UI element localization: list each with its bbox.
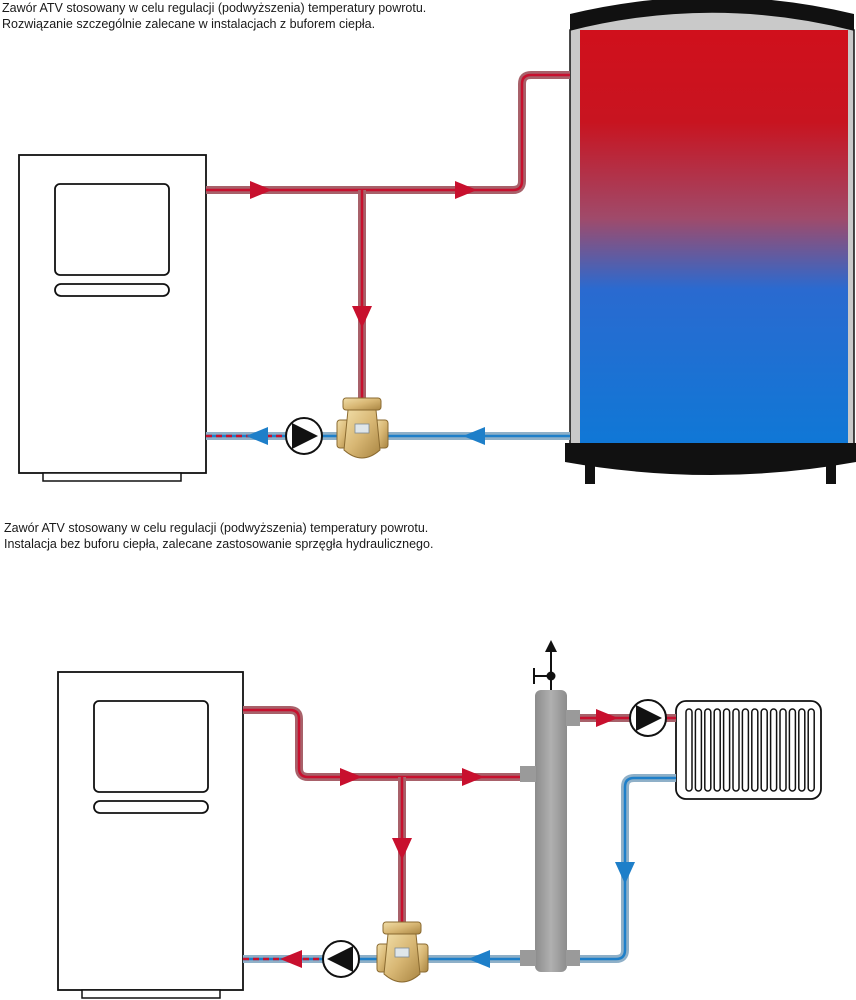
hot-supply-pipe (243, 706, 676, 925)
flow-arrow-icon (352, 306, 372, 328)
radiator-icon (675, 700, 822, 800)
cold-return-pipe (243, 774, 676, 963)
buffer-tank-icon (565, 0, 856, 484)
pump-icon (285, 417, 323, 455)
boiler-icon (57, 671, 244, 999)
caption-bottom-line1: Zawór ATV stosowany w celu regulacji (po… (4, 521, 429, 535)
three-way-valve-icon (376, 921, 429, 983)
caption-top-line2: Rozwiązanie szczególnie zalecane w insta… (2, 17, 376, 31)
hydraulic-separator-icon (520, 690, 580, 972)
caption-top: Zawór ATV stosowany w celu regulacji (po… (2, 0, 426, 32)
three-way-valve-icon (336, 397, 389, 459)
pump-icon (322, 940, 360, 978)
scheme-with-buffer (18, 0, 856, 484)
flow-arrow-icon (455, 181, 477, 199)
flow-arrow-icon (462, 768, 484, 786)
flow-arrow-icon (468, 950, 490, 968)
caption-bottom-line2: Instalacja bez buforu ciepła, zalecane z… (4, 537, 434, 551)
flow-arrow-icon (246, 427, 268, 445)
caption-top-line1: Zawór ATV stosowany w celu regulacji (po… (2, 1, 427, 15)
air-vent-icon (533, 640, 557, 690)
hot-supply-pipe (206, 71, 570, 400)
flow-arrow-icon (250, 181, 272, 199)
flow-arrow-icon (392, 838, 412, 860)
caption-bottom: Zawór ATV stosowany w celu regulacji (po… (4, 520, 433, 552)
flow-arrow-icon (463, 427, 485, 445)
scheme-with-hydraulic-separator (57, 640, 822, 999)
flow-arrow-icon (615, 862, 635, 884)
boiler-icon (18, 154, 207, 482)
flow-arrow-icon (280, 950, 302, 968)
pump-icon (629, 699, 667, 737)
flow-arrow-icon (340, 768, 362, 786)
flow-arrow-icon (596, 709, 618, 727)
